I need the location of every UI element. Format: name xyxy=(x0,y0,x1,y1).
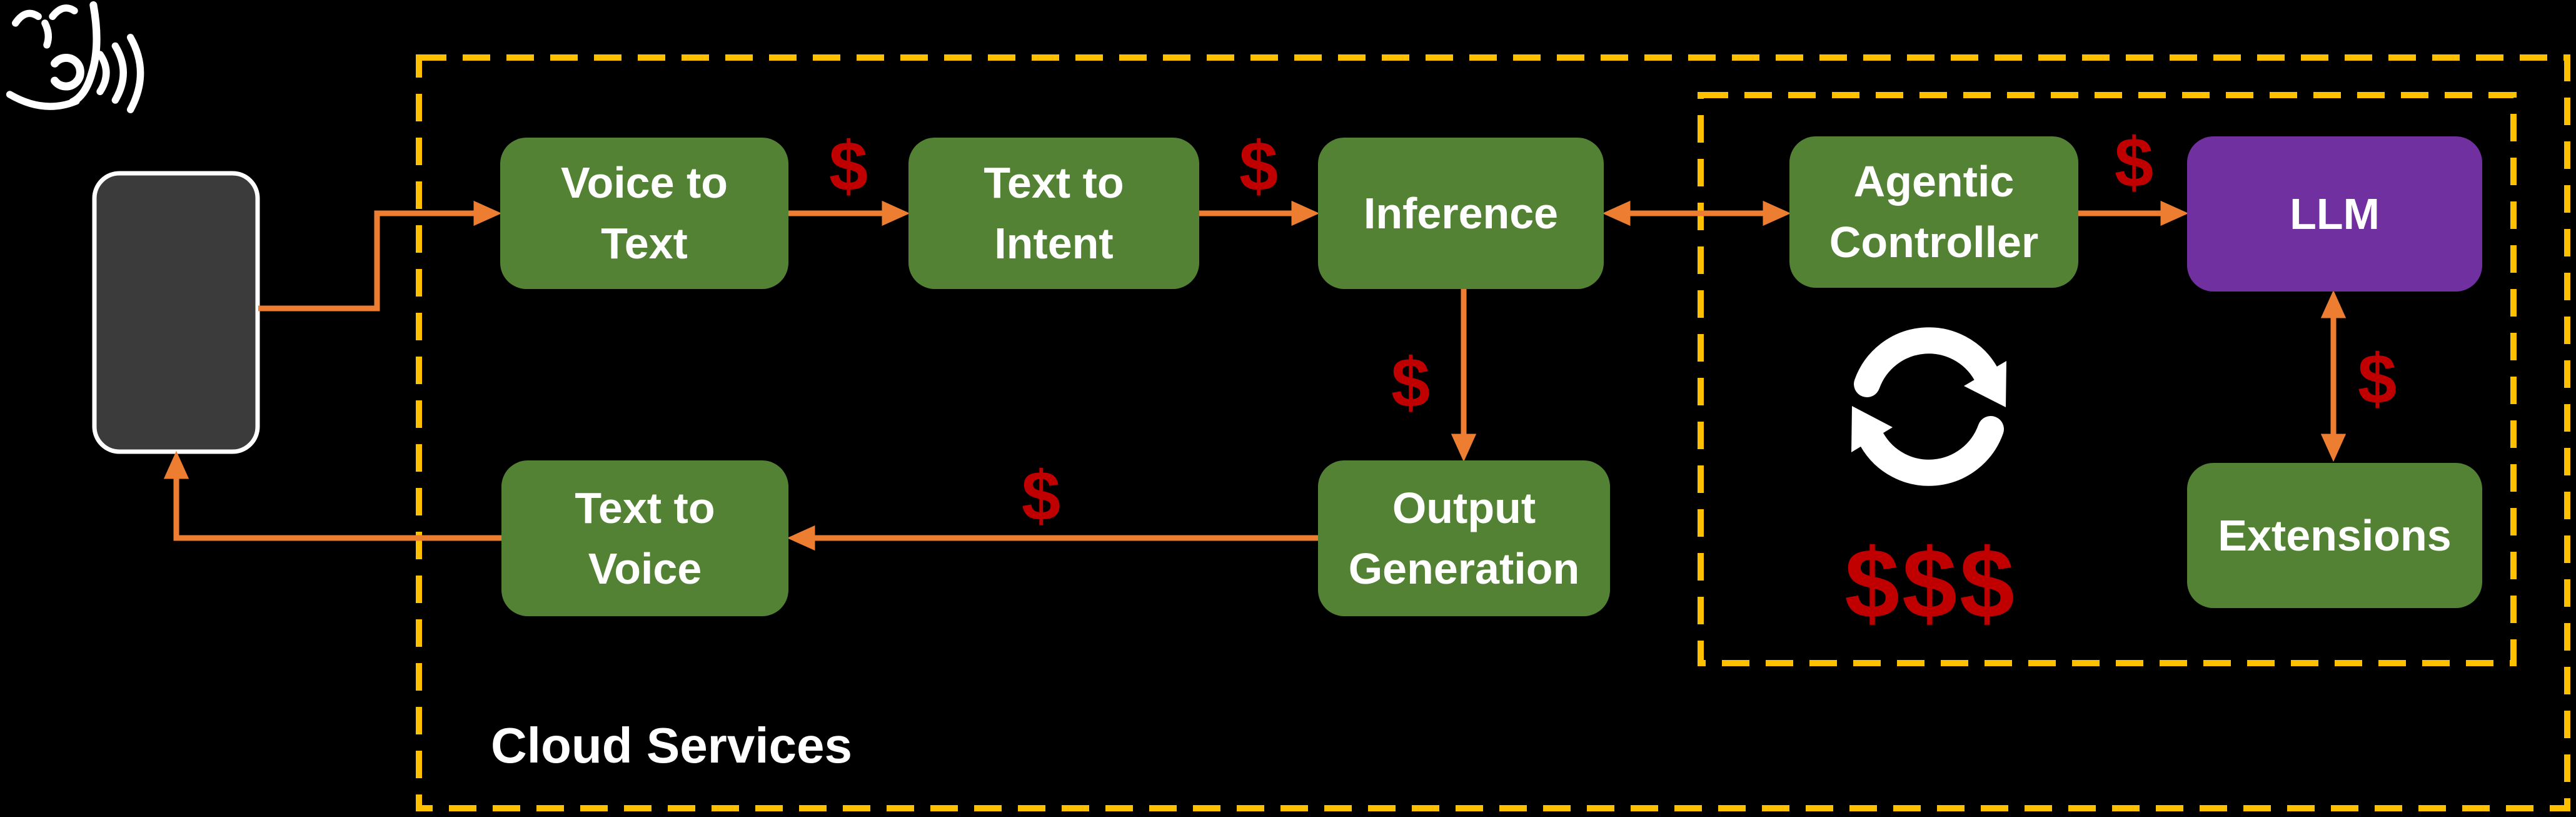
face-jaw xyxy=(6,91,80,110)
face-nose xyxy=(41,19,52,49)
sync-loop-icon xyxy=(1851,327,2006,486)
arrow-device-to-voice-to-text xyxy=(258,200,502,312)
sound-wave-small xyxy=(96,51,110,96)
speaking-face-icon xyxy=(6,1,144,113)
sync-arrowhead-left xyxy=(1851,406,1893,452)
arrow-text-to-voice-to-device xyxy=(163,450,501,541)
sync-arrowhead-right xyxy=(1964,361,2006,407)
sound-wave-medium xyxy=(111,42,127,104)
cost-inference-to-output: $ xyxy=(1391,343,1431,422)
cloud-services-label: Cloud Services xyxy=(491,718,853,773)
node-extensions: Extensions xyxy=(2187,463,2482,608)
smartphone xyxy=(92,171,260,454)
cost-agent-loop: $$$ xyxy=(1844,529,2017,639)
node-inference: Inference xyxy=(1318,138,1604,289)
sound-wave-large xyxy=(126,34,144,113)
node-llm: LLM xyxy=(2187,136,2482,292)
node-label-inference: Inference xyxy=(1363,188,1559,238)
node-label-extensions: Extensions xyxy=(2218,510,2452,560)
face-eyebrow-left xyxy=(12,9,42,27)
cost-intent-to-inference: $ xyxy=(1239,127,1279,205)
cost-controller-to-llm: $ xyxy=(2114,123,2154,201)
node-label-llm: LLM xyxy=(2290,189,2380,238)
agent-loop-boundary xyxy=(1698,92,2517,666)
cost-output-to-tts: $ xyxy=(1021,457,1061,535)
cloud-services-boundary xyxy=(416,54,2570,811)
face-mouth xyxy=(51,54,84,91)
sync-arc-top xyxy=(1854,327,1999,397)
cost-llm-extensions: $ xyxy=(2357,340,2397,418)
cost-stt-to-intent: $ xyxy=(828,127,868,205)
face-eyebrow-right xyxy=(49,4,78,21)
sync-arc-bottom xyxy=(1859,416,2004,486)
face-contour xyxy=(68,1,101,106)
